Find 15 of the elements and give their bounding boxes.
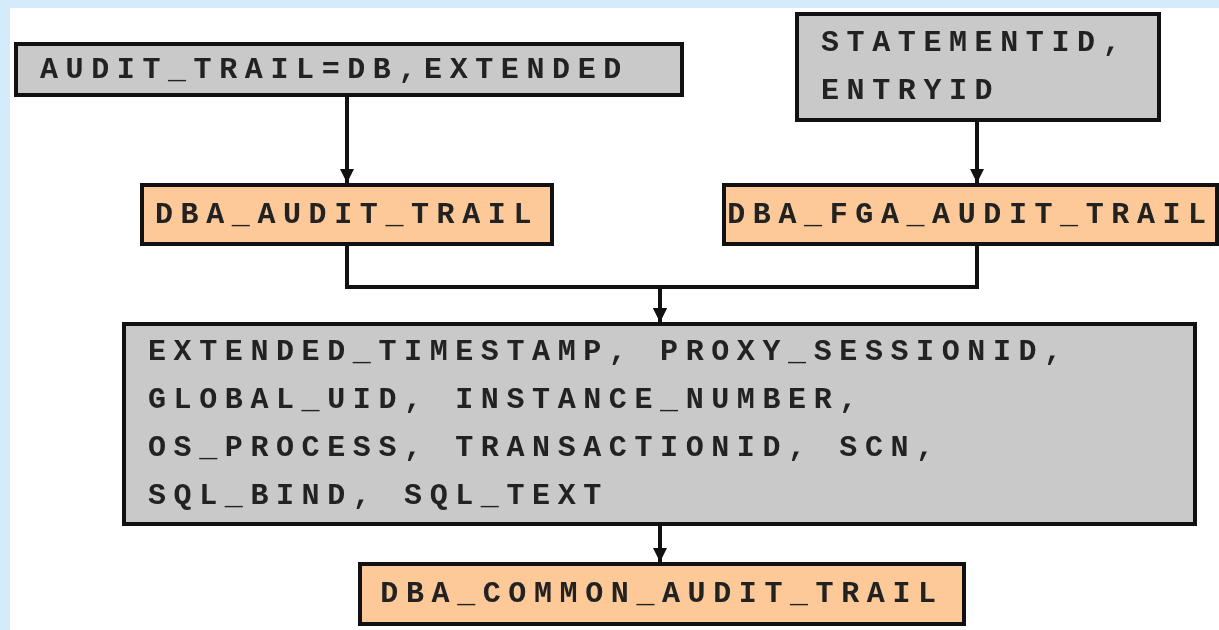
view-box	[140, 183, 554, 246]
view-box	[358, 562, 966, 626]
arrow	[653, 526, 667, 562]
node-label: STATEMENTID, ENTRYID	[821, 25, 1130, 110]
node-label: DBA_COMMON_AUDIT_TRAIL	[380, 576, 944, 613]
arrow	[970, 122, 984, 183]
field-box	[122, 322, 1197, 526]
field-box	[795, 12, 1161, 122]
node-label: DBA_FGA_AUDIT_TRAIL	[727, 196, 1214, 234]
node-label: AUDIT_TRAIL=DB,EXTENDED	[40, 51, 629, 89]
view-box	[722, 183, 1219, 246]
node-label: DBA_AUDIT_TRAIL	[154, 196, 539, 234]
field-box	[14, 42, 684, 97]
node-label: EXTENDED_TIMESTAMP, PROXY_SESSIONID, GLOBAL_UID, INSTANCE_NUMBER, OS_PROCESS, TRANSACTIONID, SCN, SQL_BIND, SQL_TEXT	[148, 334, 1071, 515]
arrow	[340, 97, 354, 183]
